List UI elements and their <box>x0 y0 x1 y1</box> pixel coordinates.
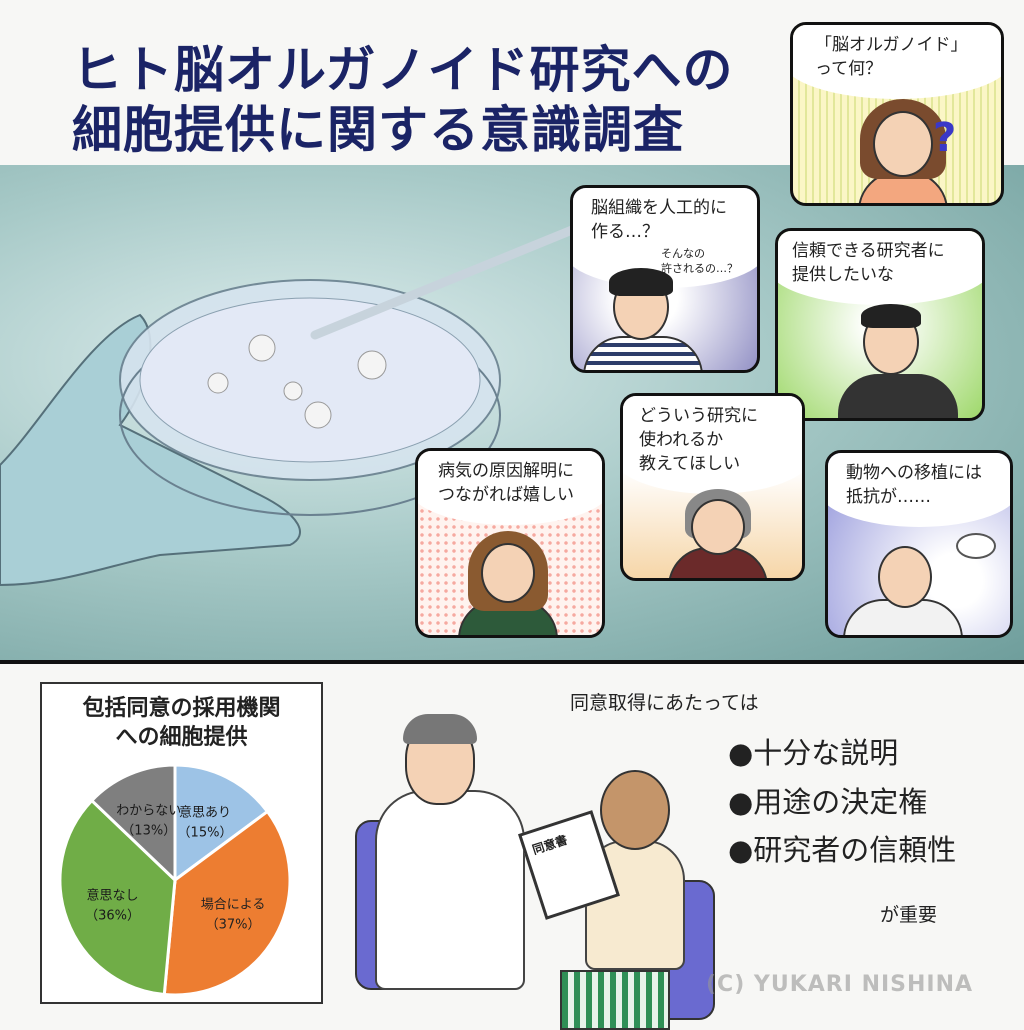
section-divider <box>0 660 1024 664</box>
mouse-icon <box>956 533 996 559</box>
subtext-line: 許されるの…？ <box>661 262 738 275</box>
consent-intro: 同意取得にあたっては <box>570 692 759 714</box>
bubble-text: 作る…？ <box>591 222 659 242</box>
panel-animal-transplant: 動物への移植には 抵抗が…… <box>825 450 1013 638</box>
bubble-text: 提供したいな <box>792 265 894 285</box>
bubble-text: 「脳オルガノイド」 <box>815 35 968 55</box>
patient-head <box>600 770 670 850</box>
question-mark-icon: ? <box>933 115 957 161</box>
title-line-2: 細胞提供に関する意識調査 <box>72 101 684 159</box>
thought-bubble: 「脳オルガノイド」 って何？ <box>793 25 1001 99</box>
schoolgirl-illustration <box>453 531 563 635</box>
pie-chart: 意思あり （15%） 場合による （37%） 意思なし （36%） わからない （13%） <box>58 763 292 997</box>
panel-disease-research: 病気の原因解明に つながれば嬉しい <box>415 448 605 638</box>
subtext-line: そんなの <box>661 247 705 260</box>
pie-slice <box>173 763 270 883</box>
chart-title-line: 包括同意の採用機関 <box>82 696 281 721</box>
bubble-text: 教えてほしい <box>639 454 741 474</box>
pie-slice <box>58 798 177 997</box>
middle-aged-woman-illustration <box>663 489 773 578</box>
slice-label: わからない <box>116 804 181 819</box>
bubble-subtext: そんなの許されるの…？ <box>661 246 738 276</box>
chart-title: 包括同意の採用機関 への細胞提供 <box>42 694 321 752</box>
consent-outro: が重要 <box>880 904 938 926</box>
thought-bubble: どういう研究に 使われるか 教えてほしい <box>623 396 802 494</box>
bubble-text: つながれば嬉しい <box>438 485 574 505</box>
panel-research-usage: どういう研究に 使われるか 教えてほしい <box>620 393 805 581</box>
slice-label: 意思なし <box>87 887 139 903</box>
thought-bubble: 信頼できる研究者に 提供したいな <box>778 231 982 305</box>
bubble-text: どういう研究に <box>639 406 758 426</box>
bubble-text: 動物への移植には <box>846 463 982 483</box>
consent-point: ●十分な説明 <box>728 736 899 770</box>
pie-slice <box>89 763 177 884</box>
panel-what-is-organoid: 「脳オルガノイド」 って何？ ? <box>790 22 1004 206</box>
thought-bubble: 動物への移植には 抵抗が…… <box>828 453 1010 527</box>
chart-title-line: への細胞提供 <box>115 725 248 750</box>
watermark: (C) YUKARI NISHINA <box>706 972 974 997</box>
title-line-1: ヒト脳オルガノイド研究への <box>72 41 734 99</box>
doctor-hair <box>403 714 477 744</box>
bubble-text: って何？ <box>815 59 883 79</box>
slice-percent-label: （13%） <box>121 824 176 839</box>
consent-form-label: 同意書 <box>530 832 570 858</box>
doctor-coat <box>375 790 525 990</box>
thought-bubble: 病気の原因解明に つながれば嬉しい <box>418 451 602 525</box>
woman-illustration <box>848 99 958 203</box>
consent-point: ●研究者の信頼性 <box>728 833 957 867</box>
pie-chart-box: 包括同意の採用機関 への細胞提供 意思あり （15%） 場合による （37%） 意思なし… <box>40 682 323 1004</box>
elderly-man-illustration <box>843 541 963 635</box>
young-man-illustration <box>583 266 703 370</box>
patient-trousers <box>560 970 670 1030</box>
slice-label: 場合による <box>201 898 266 913</box>
thought-bubble: 脳組織を人工的に 作る…？ <box>573 188 757 288</box>
slice-label: 意思あり <box>179 804 231 820</box>
petri-dish-illustration <box>0 185 675 587</box>
consent-point: ●用途の決定権 <box>728 785 928 819</box>
doctor-patient-illustration: 同意書 <box>345 710 715 1030</box>
bubble-text: 信頼できる研究者に <box>792 241 945 261</box>
slice-percent-label: （37%） <box>206 918 261 933</box>
panel-artificial-brain: 脳組織を人工的に 作る…？ そんなの許されるの…？ <box>570 185 760 373</box>
panel-trusted-researcher: 信頼できる研究者に 提供したいな <box>775 228 985 421</box>
bubble-text: 使われるか <box>639 430 724 450</box>
bubble-text: 病気の原因解明に <box>438 461 574 481</box>
page-title: ヒト脳オルガノイド研究への 細胞提供に関する意識調査 <box>72 40 734 160</box>
slice-percent-label: （36%） <box>85 908 140 923</box>
bubble-text: 抵抗が…… <box>846 487 931 507</box>
man-illustration <box>833 304 963 418</box>
slice-percent-label: （15%） <box>178 825 233 840</box>
bubble-text: 脳組織を人工的に <box>591 198 727 218</box>
pie-slice <box>162 809 292 997</box>
